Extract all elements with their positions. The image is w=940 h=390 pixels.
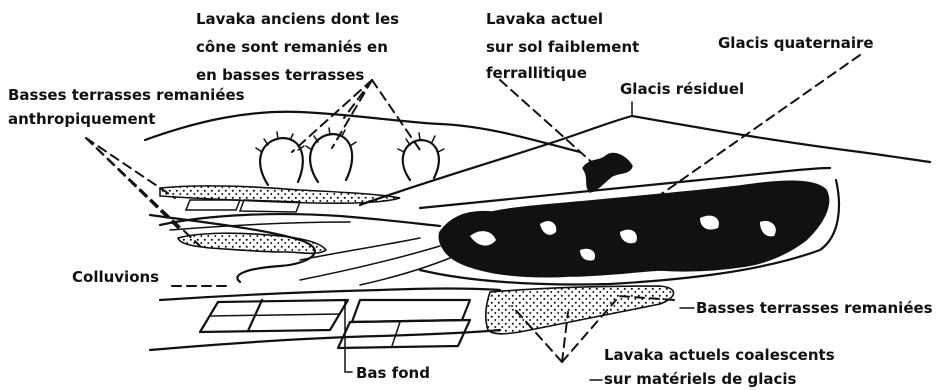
label-lavaka-coalescents-line2: sur matériels de glacis xyxy=(604,370,796,388)
upper-terrace-plots xyxy=(186,200,300,212)
label-basses-terrasses-remaniees: Basses terrasses remaniées xyxy=(696,299,933,317)
label-lavaka-actuel-line3: ferrallitique xyxy=(486,64,587,82)
label-lavaka-coalescents-line1: Lavaka actuels coalescents xyxy=(604,346,835,364)
label-glacis-residuel: Glacis résiduel xyxy=(620,80,744,98)
current-lavaka-blob xyxy=(583,154,632,192)
label-lavaka-actuel-line1: Lavaka actuel xyxy=(486,10,603,28)
label-lavaka-actuel-line2: sur sol faiblement xyxy=(486,38,639,56)
hill-ridge-line xyxy=(145,112,580,152)
bas-fond-terraces xyxy=(200,300,470,348)
label-lavaka-anciens-line2: cône sont remaniés en xyxy=(196,38,388,56)
colluvions-stipple xyxy=(178,233,326,253)
lower-terrace-stipple xyxy=(486,286,674,334)
label-bas-fond: Bas fond xyxy=(356,364,430,382)
label-basses-terrasses-anthropo-line1: Basses terrasses remaniées xyxy=(8,86,245,104)
plateau-line xyxy=(632,116,930,162)
label-glacis-quaternaire: Glacis quaternaire xyxy=(718,34,874,52)
label-lavaka-anciens-line3: en basses terrasses xyxy=(196,66,364,84)
label-lavaka-anciens-line1: Lavaka anciens dont les xyxy=(196,10,399,28)
label-basses-terrasses-anthropo-line2: anthropiquement xyxy=(8,110,155,128)
label-colluvions: Colluvions xyxy=(72,268,159,286)
old-lavaka-scars xyxy=(256,128,444,185)
